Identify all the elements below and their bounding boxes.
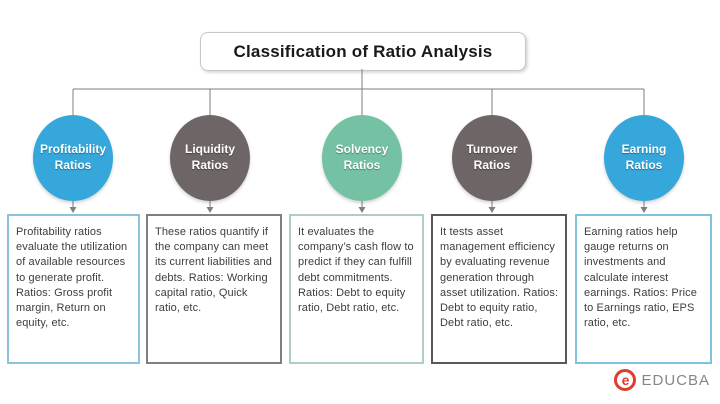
educba-logo: e EDUCBA	[614, 369, 710, 391]
circle-label: Liquidity Ratios	[185, 142, 235, 172]
circle-solvency-ratios: Solvency Ratios	[322, 115, 402, 201]
educba-logo-text: EDUCBA	[641, 371, 710, 389]
description-text: These ratios quantify if the company can…	[155, 226, 273, 314]
description-text: It evaluates the company’s cash flow to …	[298, 226, 414, 314]
diagram-title-box: Classification of Ratio Analysis	[200, 32, 526, 71]
circle-turnover-ratios: Turnover Ratios	[452, 115, 532, 201]
circle-label: Solvency Ratios	[335, 142, 389, 172]
description-text: Earning ratios help gauge returns on inv…	[584, 226, 697, 330]
diagram-title: Classification of Ratio Analysis	[233, 41, 493, 61]
circle-liquidity-ratios: Liquidity Ratios	[170, 115, 250, 201]
circle-label: Profitability Ratios	[39, 142, 106, 172]
box-liquidity-description: These ratios quantify if the company can…	[146, 214, 282, 364]
educba-logo-icon: e	[614, 369, 637, 391]
description-text: It tests asset management efficiency by …	[440, 226, 559, 330]
circle-earning-ratios: Earning Ratios	[604, 115, 684, 201]
description-text: Profitability ratios evaluate the utiliz…	[16, 226, 128, 330]
circle-label: Earning Ratios	[621, 142, 667, 172]
circle-label: Turnover Ratios	[466, 142, 518, 172]
box-earning-description: Earning ratios help gauge returns on inv…	[575, 214, 712, 364]
box-profitability-description: Profitability ratios evaluate the utiliz…	[7, 214, 140, 364]
box-turnover-description: It tests asset management efficiency by …	[431, 214, 567, 364]
box-solvency-description: It evaluates the company’s cash flow to …	[289, 214, 424, 364]
circle-profitability-ratios: Profitability Ratios	[33, 115, 113, 201]
